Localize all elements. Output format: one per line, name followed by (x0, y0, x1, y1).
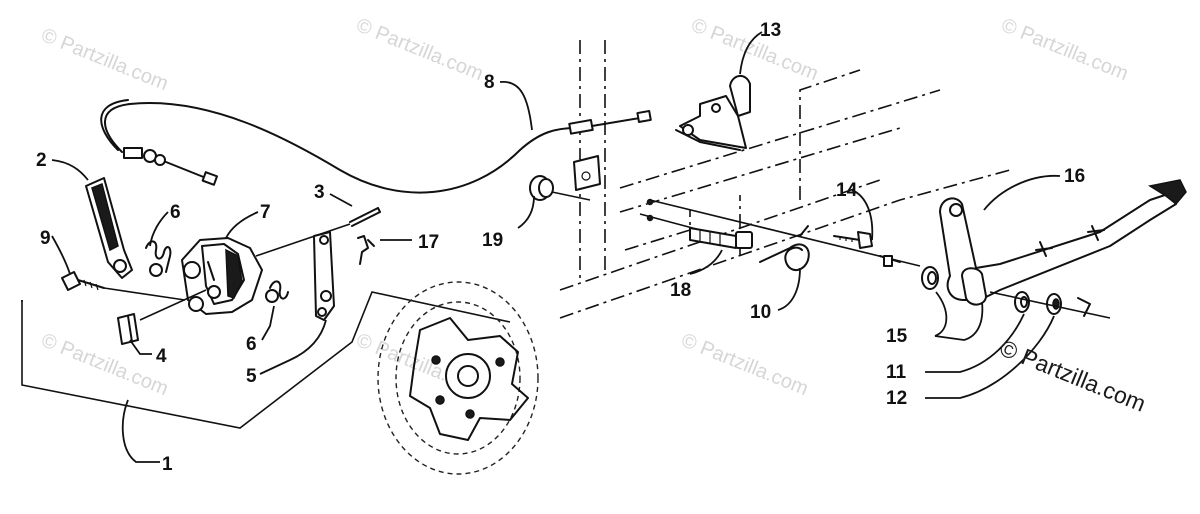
watermark-text: © Partzilla.com (678, 329, 811, 400)
frame-outline (559, 40, 1011, 319)
pedal-bracket (675, 75, 751, 151)
leader-lines (51, 31, 1061, 463)
torsion-spring (759, 225, 810, 271)
washer (921, 266, 939, 290)
callout-label: 13 (760, 20, 781, 41)
callout-label: 19 (482, 230, 503, 251)
washer (1014, 291, 1030, 313)
caliper-pin (255, 207, 381, 257)
mounting-plate (573, 155, 601, 191)
caliper-bolt (61, 271, 186, 301)
brake-disc (377, 281, 539, 475)
brake-lever (85, 177, 133, 279)
hex-nut (529, 175, 591, 201)
callout-label: 7 (260, 202, 271, 223)
callout-label: 11 (886, 362, 907, 383)
caliper-bracket (313, 231, 335, 321)
watermark-text: © Partzilla.com (353, 14, 486, 85)
callout-label: 6 (170, 202, 181, 223)
brake-caliper (139, 237, 263, 321)
partzilla-watermark: © Partzilla.com (996, 335, 1149, 417)
callout-label: 2 (36, 150, 47, 171)
callout-label: 1 (162, 454, 173, 475)
assembly-outline (21, 291, 511, 429)
callout-label: 6 (246, 334, 257, 355)
callout-label: 14 (836, 180, 858, 201)
brake-cable (100, 99, 652, 194)
return-spring (265, 280, 289, 303)
callout-label: 18 (670, 280, 691, 301)
callout-label: 12 (886, 388, 907, 409)
callout-labels: 1 2 3 4 5 6 6 7 8 9 10 11 12 13 14 15 16… (36, 20, 1085, 475)
callout-label: 15 (886, 326, 908, 347)
callout-label: 16 (1064, 166, 1085, 187)
pivot-bolt (689, 227, 753, 249)
cotter-pin (989, 291, 1111, 319)
retaining-clip (357, 235, 375, 265)
watermark-text: © Partzilla.com (998, 14, 1131, 85)
watermark-text: © Partzilla.com (38, 24, 171, 95)
frame-bolt (833, 231, 901, 267)
watermark-text: © Partzilla.com (38, 329, 171, 400)
callout-label: 10 (750, 302, 771, 323)
callout-label: 4 (156, 346, 167, 367)
return-spring (145, 240, 172, 277)
brake-pedal (939, 179, 1187, 306)
callout-label: 5 (246, 366, 257, 387)
brake-pad (117, 313, 139, 345)
callout-label: 8 (484, 72, 495, 93)
watermark-layer: © Partzilla.com © Partzilla.com © Partzi… (38, 14, 1131, 400)
callout-label: 3 (314, 182, 325, 203)
watermark-text: © Partzilla.com (688, 14, 821, 85)
callout-label: 17 (418, 232, 439, 253)
callout-label: 9 (40, 228, 51, 249)
